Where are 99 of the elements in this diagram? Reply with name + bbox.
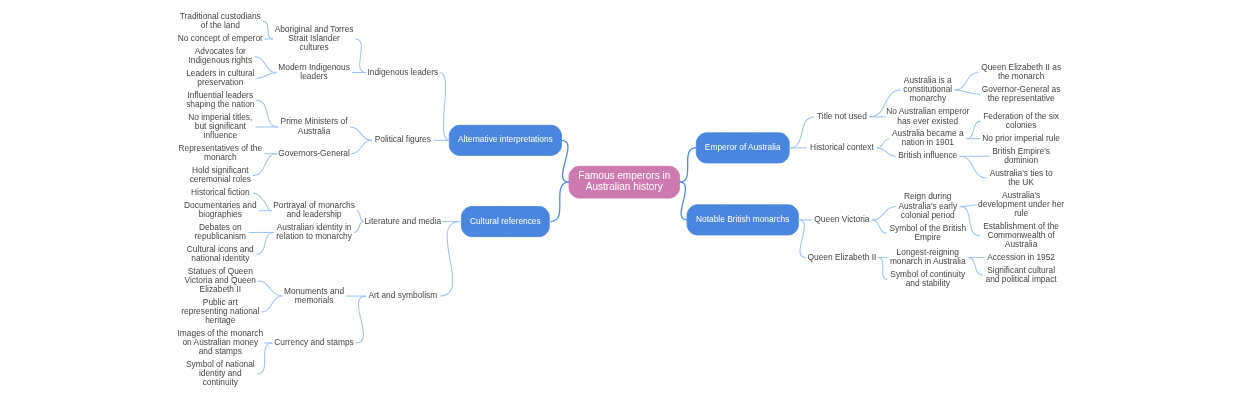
node-box: Notable British monarchs xyxy=(686,204,799,236)
connector xyxy=(350,72,366,74)
node-text: Queen Elizabeth II xyxy=(807,251,876,262)
connector xyxy=(251,192,272,212)
node-box: Famous emperors in Australian history xyxy=(568,165,680,199)
connector xyxy=(349,139,372,155)
node-text: Indigenous leaders xyxy=(366,66,438,77)
node-text: Australian identity in relation to monarchy xyxy=(275,221,352,242)
connector xyxy=(438,221,461,297)
node-text: Queen Victoria xyxy=(813,213,870,224)
node-text: Symbol of national identity and continuity xyxy=(185,358,255,388)
node-text: Governors-General xyxy=(277,147,350,158)
connector xyxy=(871,206,896,221)
connector xyxy=(438,72,450,141)
node-text: Federation of the six colonies xyxy=(982,110,1059,130)
connector xyxy=(354,38,366,74)
connector xyxy=(255,72,277,79)
node-text: Modern Indigenous leaders xyxy=(277,62,350,82)
node-text: No concept of emperor xyxy=(177,33,263,44)
connector xyxy=(344,295,366,297)
connector xyxy=(262,20,274,40)
connector xyxy=(868,116,886,118)
node-text: British Empire's dominion xyxy=(991,145,1050,165)
node-text: Representatives of the monarch xyxy=(177,143,262,163)
node-text: Debates on republicanism xyxy=(194,221,246,242)
node-text: Images of the monarch on Australian money and stamps xyxy=(177,327,263,357)
node-text: Public art representing national heritage xyxy=(180,296,259,326)
connector xyxy=(263,342,273,344)
connector xyxy=(965,120,981,140)
connector xyxy=(965,138,981,140)
connector xyxy=(255,231,274,255)
node-text: Literature and media xyxy=(363,215,441,226)
node-box: Alternative interpretations xyxy=(448,124,562,156)
node-text: Aboriginal and Torres Strait Islander cultures xyxy=(274,23,353,53)
connector xyxy=(257,280,283,297)
connector xyxy=(254,126,279,128)
connector xyxy=(797,219,806,259)
connector xyxy=(868,89,901,118)
node-text: Currency and stamps xyxy=(273,337,354,348)
connector xyxy=(560,139,570,183)
node-text: Longest-reigning monarch in Australia xyxy=(889,247,966,267)
node-text: Prime Ministers of Australia xyxy=(280,116,348,136)
connector xyxy=(355,210,364,223)
node-text: Historical context xyxy=(809,141,874,152)
connector xyxy=(876,138,890,149)
connector xyxy=(871,219,887,234)
node-text: Advocates for Indigenous rights xyxy=(187,46,252,66)
node-text: Statues of Queen Victoria and Queen Elizabeth II xyxy=(184,265,256,295)
connector xyxy=(549,181,570,223)
node-text: No Australian emperor has ever existed xyxy=(885,106,969,126)
node-text: Political figures xyxy=(374,134,431,145)
node-text: Accession in 1952 xyxy=(986,251,1055,262)
node-text: Leaders in cultural preservation xyxy=(185,67,254,88)
connector xyxy=(958,155,987,179)
node-text: Establishment of the Commonwealth of Australia xyxy=(982,220,1059,250)
connector xyxy=(432,139,450,141)
connector xyxy=(256,342,273,375)
node-text: Monuments and memorials xyxy=(283,285,344,305)
node-text: No prior imperial rule xyxy=(981,132,1060,143)
node-text: Hold significant ceremonial roles xyxy=(189,165,251,185)
node-text: Symbol of continuity and stability xyxy=(889,268,965,289)
connector xyxy=(349,126,372,141)
node-text: Documentaries and biographies xyxy=(183,200,257,220)
connector xyxy=(260,295,283,313)
connector xyxy=(788,116,815,149)
connector xyxy=(257,210,272,212)
node-text: Australia became a nation in 1901 xyxy=(891,128,964,148)
connector xyxy=(958,206,981,237)
node-text: Governor-General as the representative xyxy=(981,83,1060,103)
node-text: British influence xyxy=(897,150,957,161)
node-text: Traditional custodians of the land xyxy=(179,10,261,31)
connector xyxy=(255,99,279,128)
node-text: Significant cultural and political impact xyxy=(985,264,1057,284)
node-text: Australia's development under her rule xyxy=(977,189,1064,219)
connector xyxy=(953,72,979,91)
node-box: Emperor of Australia xyxy=(695,132,790,164)
node-text: Historical fiction xyxy=(190,187,250,198)
node-text: Title not used xyxy=(816,111,867,121)
node-text: Symbol of the British Empire xyxy=(888,222,966,242)
connector xyxy=(788,147,807,149)
node-text: Cultural icons and national identity xyxy=(186,243,254,263)
connector xyxy=(678,147,696,183)
node-text: Australia is a constitutional monarchy xyxy=(902,75,952,104)
node-text: No imperial titles, but significant influence xyxy=(187,111,252,141)
node-text: Queen Elizabeth II as the monarch xyxy=(980,62,1061,82)
connector xyxy=(953,89,981,95)
connector xyxy=(253,56,277,74)
node-text: Art and symbolism xyxy=(367,290,437,301)
connector xyxy=(354,295,366,344)
node-text: Australia's ties to the UK xyxy=(989,167,1053,187)
connector xyxy=(678,181,688,221)
connector xyxy=(797,219,812,221)
node-box: Cultural references xyxy=(460,206,550,238)
connector xyxy=(876,147,896,157)
node-text: Influential leaders shaping the nation xyxy=(185,89,254,109)
node-text: Reign during Australia's early colonial period xyxy=(897,191,957,220)
connector xyxy=(353,221,364,233)
connector xyxy=(263,38,274,40)
node-text: Portrayal of monarchs and leadership xyxy=(272,200,355,220)
